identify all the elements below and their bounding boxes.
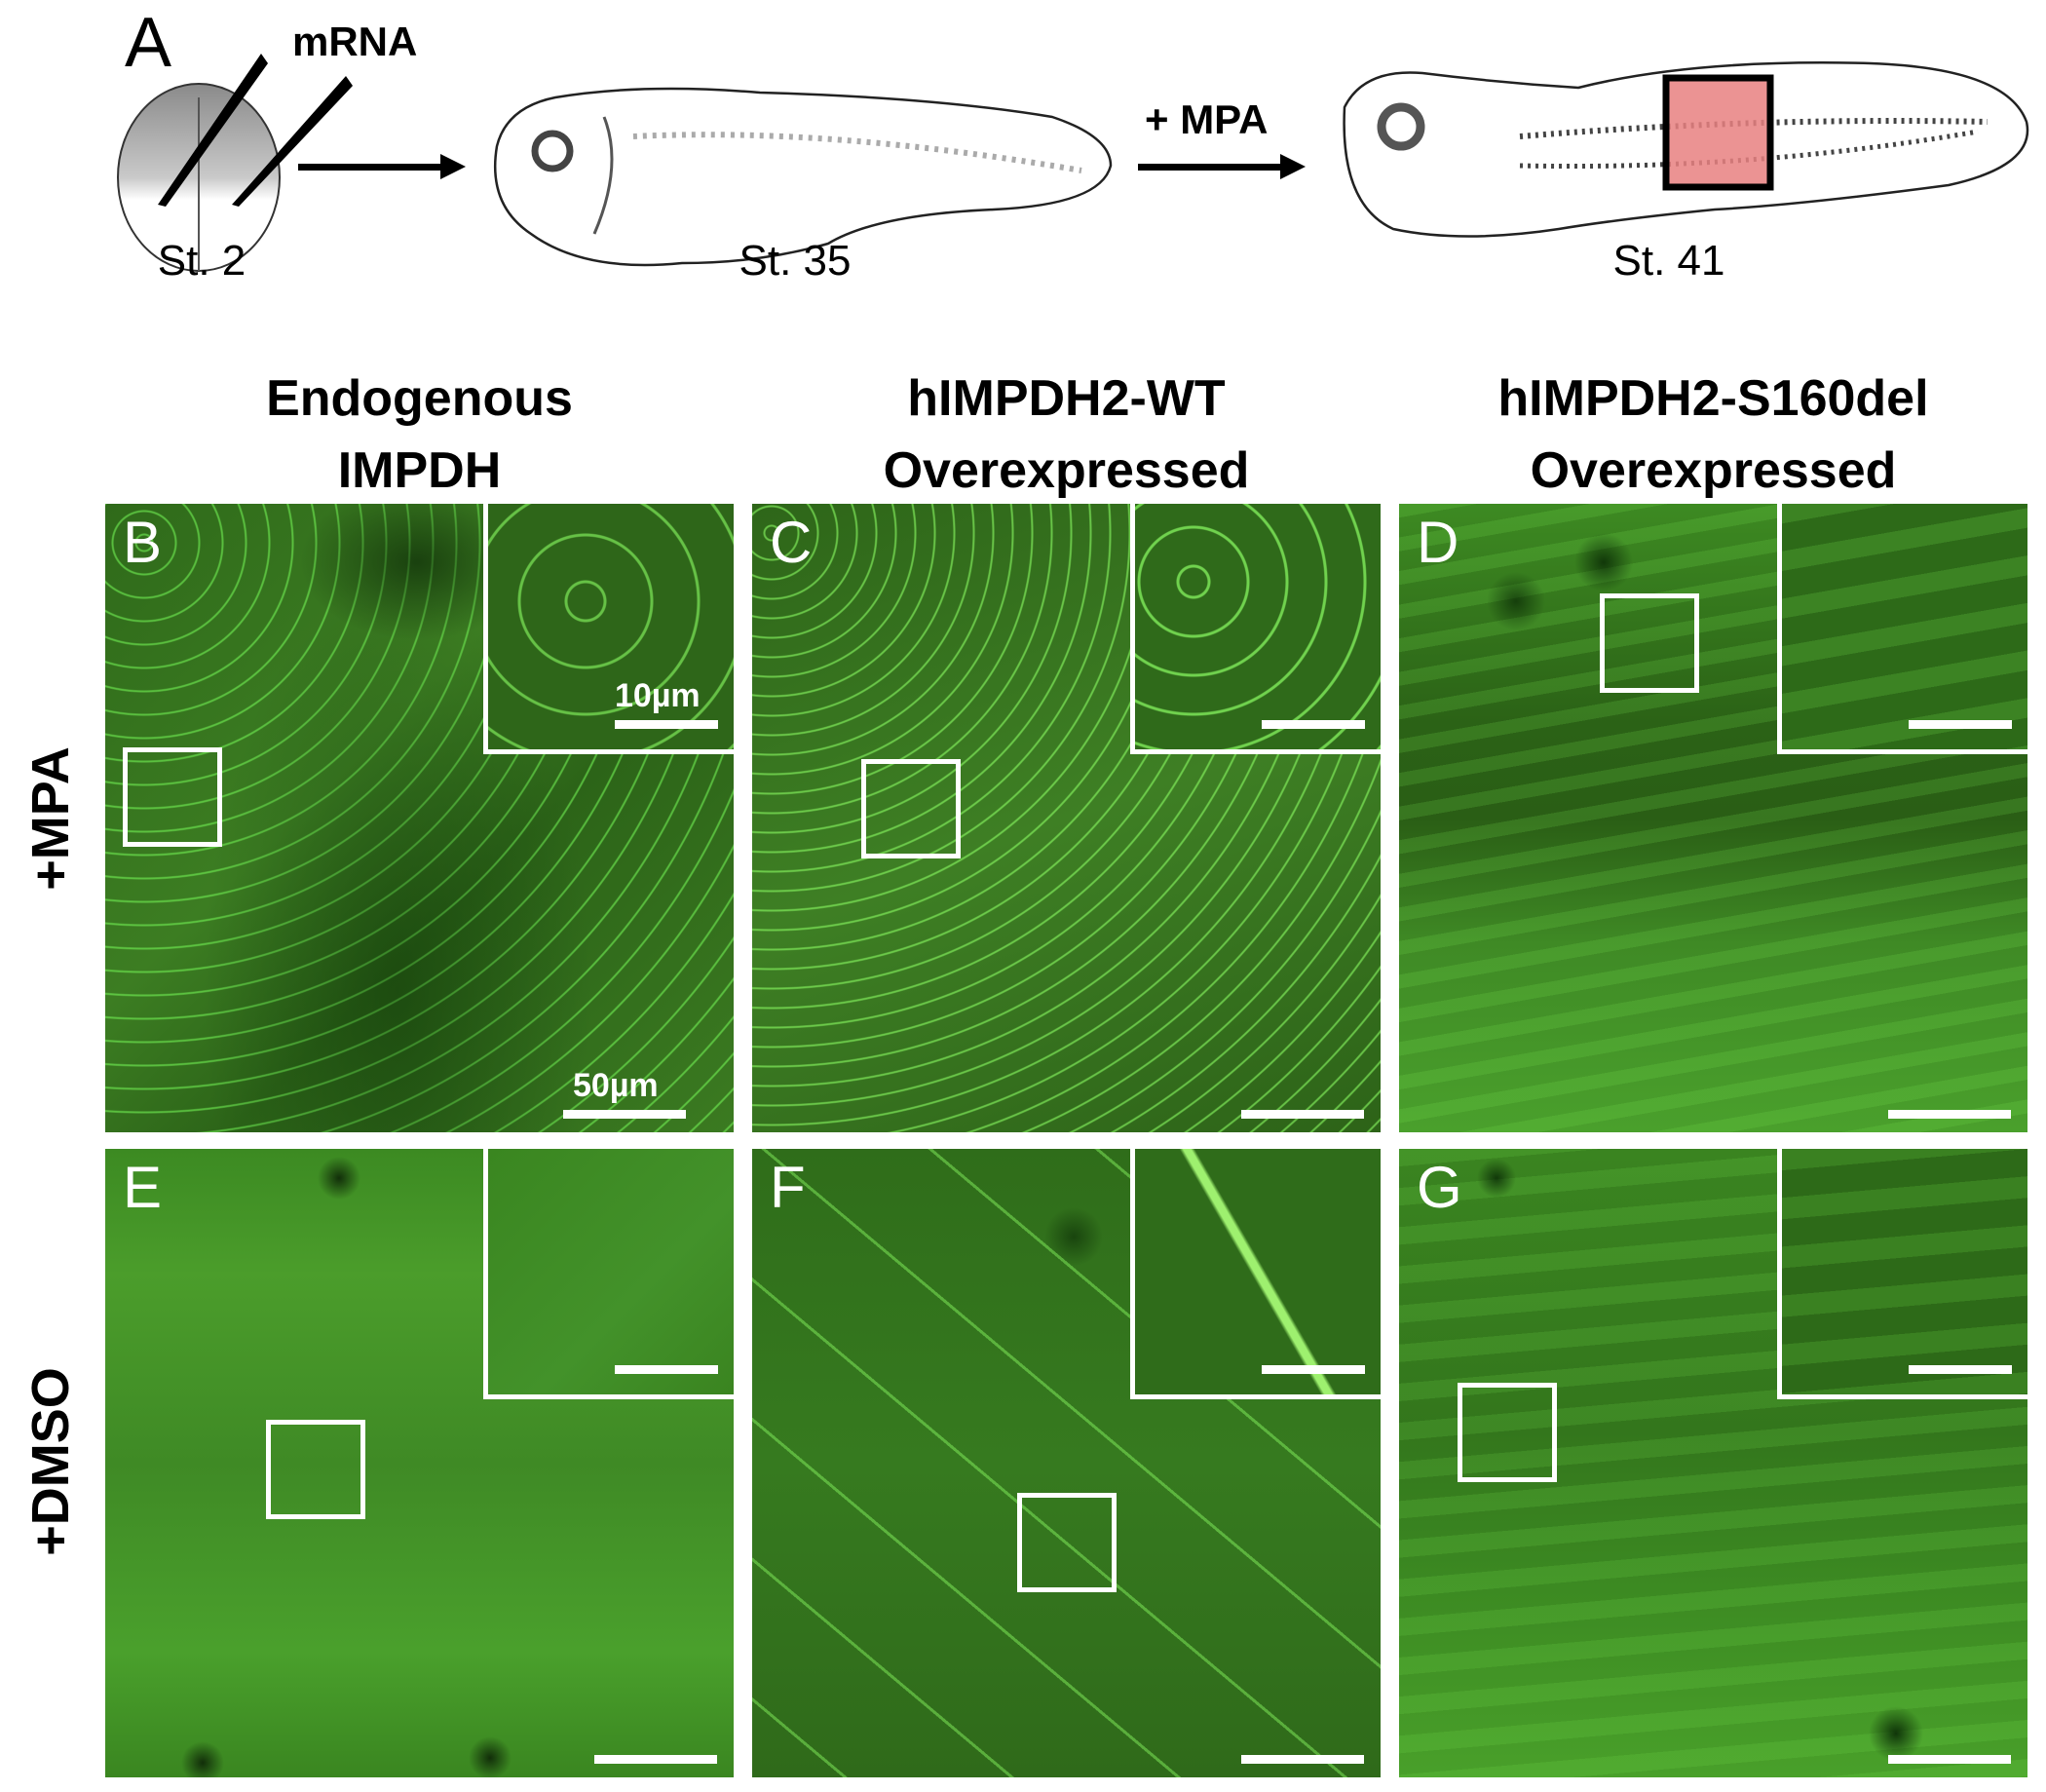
inset-zoom: 10µm xyxy=(483,504,734,754)
panel-letter-a: A xyxy=(125,4,172,82)
stage-label-st2: St. 2 xyxy=(157,237,246,285)
mpa-treatment-label: + MPA xyxy=(1145,96,1269,142)
roi-box xyxy=(861,759,961,858)
arrow-right-icon xyxy=(1138,154,1306,179)
row-label-dmso: +DMSO xyxy=(21,1367,80,1556)
roi-box xyxy=(1017,1493,1117,1592)
scale-bar-main xyxy=(1241,1110,1364,1119)
column-header-endogenous: Endogenous IMPDH xyxy=(105,362,734,507)
column-header-line: IMPDH xyxy=(337,442,502,499)
micrograph-panel-e: E xyxy=(105,1149,734,1777)
imaging-region-box xyxy=(1662,74,1774,191)
column-header-line: Endogenous xyxy=(266,370,573,427)
column-header-wt: hIMPDH2-WT Overexpressed xyxy=(752,362,1381,507)
inset-zoom xyxy=(1777,504,2027,754)
column-header-line: hIMPDH2-WT xyxy=(907,370,1226,427)
scale-bar-main xyxy=(1888,1755,2011,1764)
micrograph-panel-b: B 10µm 50µm xyxy=(105,504,734,1132)
scale-bar-inset xyxy=(615,720,718,729)
arrow-right-icon xyxy=(298,154,466,179)
scale-bar-inset xyxy=(1909,720,2012,729)
column-header-line: Overexpressed xyxy=(883,442,1250,499)
panel-letter: D xyxy=(1417,510,1459,575)
panel-letter: G xyxy=(1417,1155,1462,1220)
panel-letter: F xyxy=(770,1155,806,1220)
tadpole-st35-illustration xyxy=(493,87,1113,267)
scale-bar-label-main: 50µm xyxy=(573,1067,659,1104)
micrograph-panel-g: G xyxy=(1399,1149,2027,1777)
column-header-line: Overexpressed xyxy=(1530,442,1897,499)
mrna-label: mRNA xyxy=(292,19,418,64)
row-label-mpa: +MPA xyxy=(21,746,80,891)
panel-letter: B xyxy=(123,510,163,575)
micrograph-panel-c: C xyxy=(752,504,1381,1132)
inset-zoom xyxy=(1130,504,1381,754)
roi-box xyxy=(1600,593,1699,693)
needle-right-icon xyxy=(232,76,353,207)
scale-bar-main xyxy=(1888,1110,2011,1119)
scale-bar-main xyxy=(1241,1755,1364,1764)
scale-bar-inset xyxy=(1262,720,1365,729)
inset-zoom xyxy=(1777,1149,2027,1399)
scale-bar-inset xyxy=(615,1365,718,1374)
inset-zoom xyxy=(1130,1149,1381,1399)
scale-bar-inset xyxy=(1909,1365,2012,1374)
stage-label-st35: St. 35 xyxy=(739,237,852,285)
panel-a-schematic: A xyxy=(0,0,2046,312)
inset-zoom xyxy=(483,1149,734,1399)
needle-left-icon xyxy=(158,54,268,207)
micrograph-panel-d: D xyxy=(1399,504,2027,1132)
stage-label-st41: St. 41 xyxy=(1612,237,1725,285)
panel-letter: E xyxy=(123,1155,163,1220)
roi-box xyxy=(1458,1383,1557,1482)
schematic-drawing xyxy=(117,54,2029,272)
roi-box xyxy=(266,1420,365,1519)
panel-letter: C xyxy=(770,510,813,575)
scale-bar-main xyxy=(563,1110,686,1119)
column-header-line: hIMPDH2-S160del xyxy=(1497,370,1929,427)
scale-bar-inset xyxy=(1262,1365,1365,1374)
scale-bar-main xyxy=(594,1755,717,1764)
embryo-st2-illustration xyxy=(117,54,353,272)
scale-bar-label-inset: 10µm xyxy=(615,677,701,714)
roi-box xyxy=(123,747,222,847)
column-header-s160del: hIMPDH2-S160del Overexpressed xyxy=(1399,362,2027,507)
micrograph-panel-f: F xyxy=(752,1149,1381,1777)
